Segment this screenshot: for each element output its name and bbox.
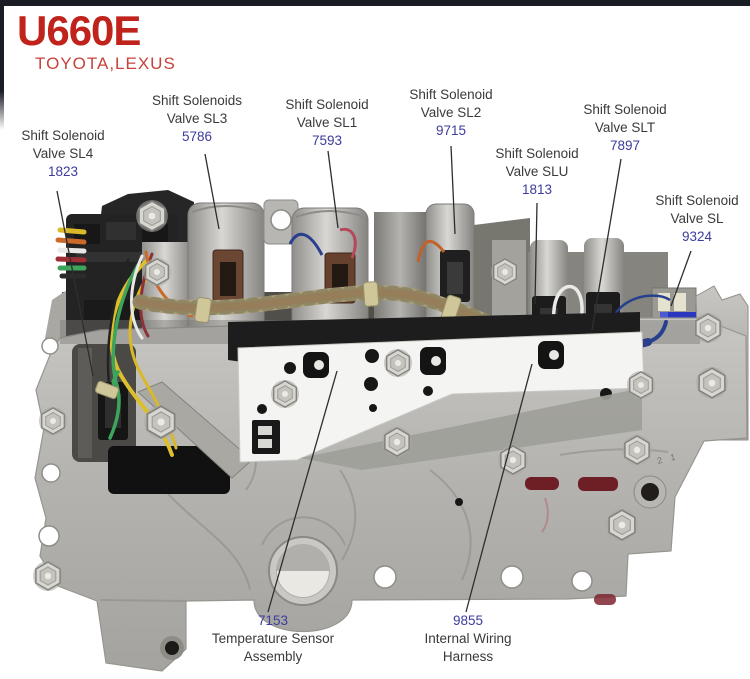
boss-hole (633, 475, 667, 509)
part-number: 9855 (452, 613, 484, 628)
mid-block (374, 212, 426, 338)
brand-header: U660E TOYOTA,LEXUS (17, 10, 176, 74)
callout-slu: Shift Solenoid Valve SLU 1813 (495, 146, 579, 197)
cavity (108, 446, 230, 494)
solenoid-sl1-cylinder (288, 207, 369, 339)
leader-line-temp-sensor (267, 370, 338, 613)
callout-slt: Shift Solenoid Valve SLT 7897 (583, 102, 667, 153)
leader-line-sl1 (327, 150, 339, 229)
part-number: 1813 (521, 182, 553, 197)
transmission-model: U660E (17, 7, 141, 54)
part-number: 9324 (681, 229, 713, 244)
sl4-solenoid-body (72, 344, 136, 462)
part-number: 7593 (311, 133, 343, 148)
leader-line-sl2 (450, 145, 456, 235)
leader-line-sl (670, 250, 692, 307)
plate-assembly (228, 312, 645, 506)
callout-sl: Shift Solenoid Valve SL 9324 (655, 193, 739, 244)
keyhole-slots (303, 341, 564, 378)
left-casting-lump (44, 288, 70, 344)
leader-line-slt (591, 158, 622, 331)
temperature-sensor-block (252, 420, 280, 454)
callout-sl1: Shift Solenoid Valve SL1 7593 (285, 97, 369, 148)
callout-sl2: Shift Solenoid Valve SL2 9715 (409, 87, 493, 138)
callout-sl4: Shift Solenoid Valve SL4 1823 (21, 128, 105, 179)
plate-holes (257, 349, 612, 506)
leader-line-sl3 (204, 153, 220, 230)
bore-opening (268, 536, 338, 606)
leader-line-sl4 (56, 190, 94, 377)
leader-line-slu (534, 202, 538, 305)
part-number: 9715 (435, 123, 467, 138)
part-number: 5786 (181, 129, 213, 144)
mount-tab (263, 199, 299, 245)
leader-line-wiring-harness (465, 363, 533, 613)
top-frame-bar (0, 0, 750, 6)
part-number: 7153 (257, 613, 289, 628)
red-marks (525, 477, 618, 605)
casting-holes (38, 337, 593, 660)
brand-names: TOYOTA,LEXUS (35, 54, 176, 73)
callout-sl3: Shift Solenoids Valve SL3 5786 (151, 93, 243, 144)
left-frame-bar (0, 0, 4, 130)
leader-lines (56, 145, 692, 613)
callout-wiring-harness: 9855 Internal Wiring Harness (424, 613, 512, 664)
part-number: 7897 (609, 138, 641, 153)
callout-temp-sensor: 7153 Temperature Sensor Assembly (211, 613, 335, 664)
part-number: 1823 (47, 164, 79, 179)
